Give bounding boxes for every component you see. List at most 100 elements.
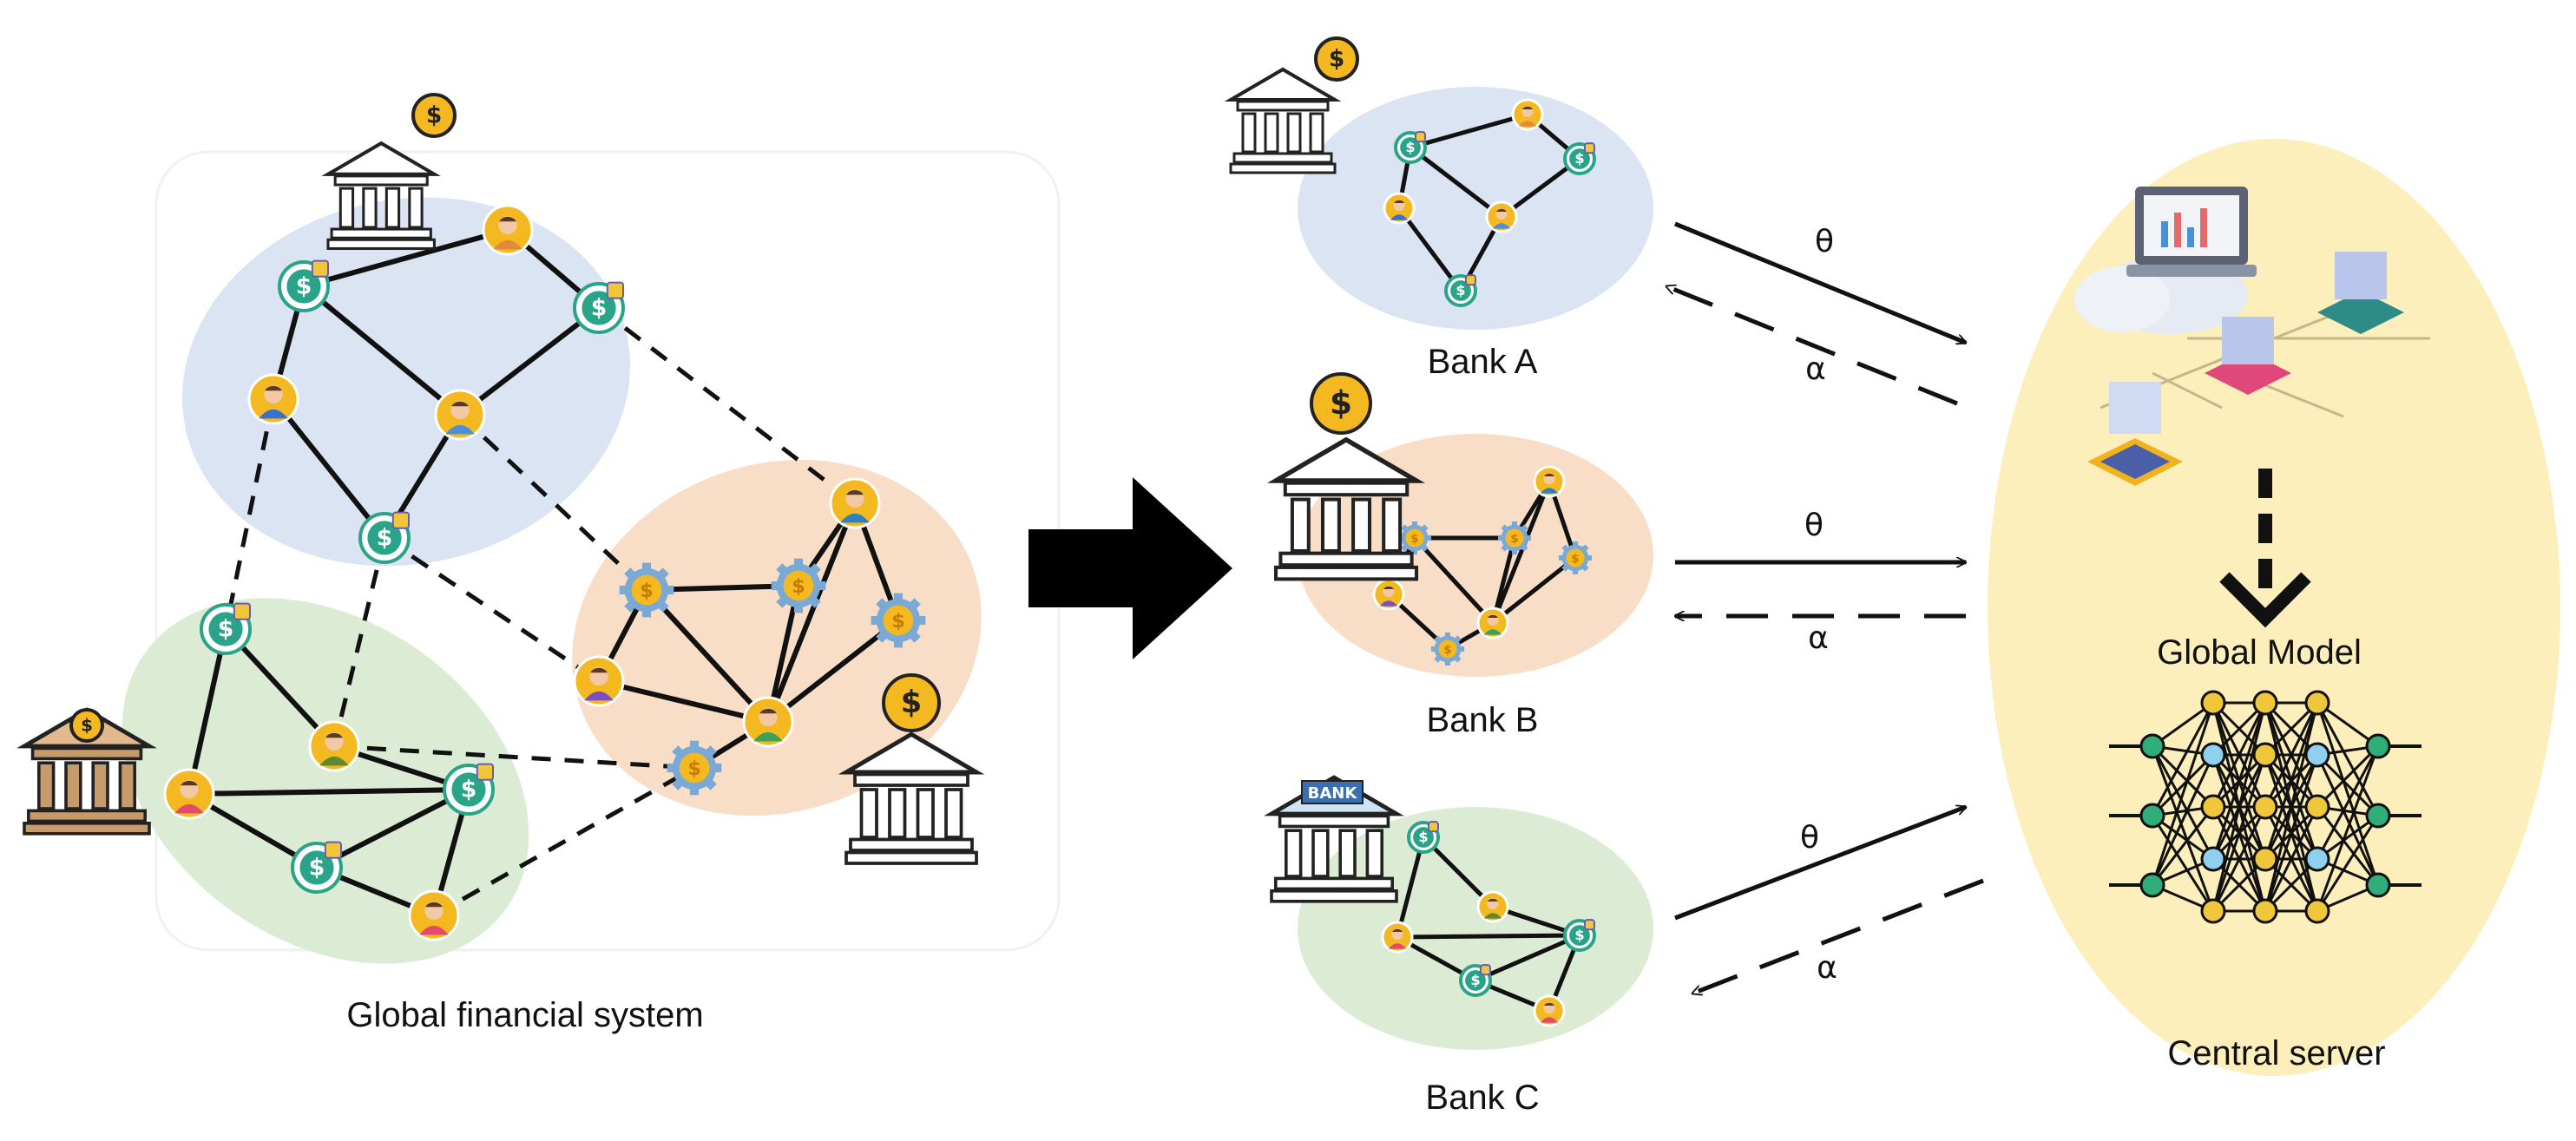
graph-edge: [302, 284, 462, 417]
person-icon: [408, 889, 460, 941]
graph-edge: [271, 397, 387, 540]
graph-edge: [766, 618, 900, 725]
svg-text:$: $: [1456, 282, 1465, 298]
svg-text:$: $: [891, 610, 905, 633]
gear-coin-icon: $: [1430, 632, 1465, 666]
laptop-cloud-icon: [2074, 187, 2257, 334]
person-icon: [1476, 607, 1509, 639]
dollar-coin-icon: $: [1444, 274, 1477, 307]
dollar-coin-icon: $: [1563, 142, 1596, 175]
graph-edge: [644, 587, 771, 725]
graph-edge: [1410, 112, 1528, 150]
graph-edge: [458, 305, 601, 417]
bank-a-arrows: [1666, 221, 1966, 406]
person-icon: [163, 768, 215, 820]
person-icon: [1485, 200, 1518, 233]
person-icon: [573, 655, 625, 707]
graph-edge: [598, 679, 769, 725]
dollar-coin-icon: $: [1314, 36, 1359, 82]
dollar-coin-icon: $: [1563, 919, 1596, 952]
global-system-label: Global financial system: [346, 996, 704, 1034]
graph-edge: [1396, 207, 1463, 292]
theta-label-c: θ: [1799, 820, 1820, 856]
cross-bank-edge: [383, 535, 601, 684]
svg-text:$: $: [1574, 927, 1584, 943]
graph-edge: [1491, 556, 1577, 625]
svg-text:$: $: [1418, 829, 1428, 845]
cross-bank-edge: [597, 306, 857, 505]
dollar-coin-icon: $: [69, 708, 104, 743]
bank-building-icon: [1267, 436, 1425, 581]
svg-text:$: $: [1470, 972, 1480, 988]
gear-coin-icon: $: [871, 593, 926, 648]
svg-text:$: $: [1571, 552, 1579, 566]
svg-text:$: $: [687, 757, 701, 780]
gear-coin-icon: $: [1558, 541, 1593, 575]
graph-edge: [303, 227, 509, 289]
person-icon: [247, 373, 299, 425]
nodes-layer: $$$$$$$$$$$$$$$$$$$$: [163, 98, 1596, 1027]
svg-text:$: $: [1574, 150, 1584, 167]
svg-text:$: $: [792, 575, 805, 598]
graph-edge: [315, 787, 470, 870]
central-server-label: Central server: [2167, 1034, 2386, 1072]
theta-arrow-c: [1674, 807, 1966, 921]
dollar-coin-icon: $: [1459, 964, 1492, 997]
banks-layer: $ $ $ $ $ BANK: [16, 36, 1425, 903]
chevron-down-icon: [2219, 572, 2311, 628]
person-icon: [434, 389, 486, 441]
bank-c-region: [1298, 807, 1653, 1050]
dollar-coin-icon: $: [1310, 372, 1372, 435]
svg-text:$: $: [1329, 45, 1344, 72]
gear-coin-icon: $: [1397, 521, 1432, 555]
dollar-coin-icon: $: [200, 602, 252, 655]
alpha-label-a: α: [1805, 351, 1826, 387]
person-icon: [1533, 465, 1566, 498]
svg-text:$: $: [218, 615, 234, 642]
svg-text:$: $: [296, 272, 312, 299]
alpha-arrow-a: [1666, 286, 1958, 406]
cross-bank-edge: [332, 537, 387, 747]
theta-arrow-a: [1674, 221, 1966, 343]
bank-b-region-global: [572, 459, 982, 816]
bank-sign-text: BANK: [1308, 784, 1358, 803]
graph-edge: [1396, 933, 1580, 940]
bank-a-label: Bank A: [1427, 343, 1538, 381]
graph-edge: [1475, 933, 1580, 983]
bank-c-label: Bank C: [1425, 1079, 1540, 1117]
gear-coin-icon: $: [1497, 521, 1532, 555]
cross-bank-edge: [223, 398, 276, 630]
cross-bank-edge: [432, 765, 696, 918]
person-icon: [1383, 192, 1416, 225]
global-model-label: Global Model: [2157, 633, 2362, 672]
svg-text:$: $: [1510, 532, 1518, 546]
graph-edge: [223, 626, 337, 749]
theta-label-b: θ: [1804, 508, 1824, 543]
bank-c-region-global: [122, 598, 529, 964]
bank-c-arrows: [1674, 807, 1984, 993]
cross-bank-edge: [333, 744, 695, 771]
alpha-label-c: α: [1817, 950, 1837, 986]
gear-coin-icon: $: [619, 562, 674, 618]
svg-text:$: $: [1443, 643, 1451, 657]
bank-building-icon: [1224, 67, 1342, 174]
graph-edge: [1409, 146, 1503, 219]
person-icon: [1533, 994, 1566, 1027]
dollar-coin-icon: $: [278, 259, 330, 312]
dollar-coin-icon: $: [358, 511, 411, 564]
gear-coin-icon: $: [667, 740, 722, 796]
theta-label-a: θ: [1814, 224, 1835, 259]
svg-text:$: $: [377, 524, 393, 551]
bank-building-icon: [321, 141, 441, 251]
dollar-coin-icon: $: [411, 93, 457, 138]
person-icon: [1372, 578, 1405, 611]
dollar-coin-icon: $: [1394, 131, 1427, 164]
person-icon: [829, 477, 881, 529]
person-icon: [1511, 98, 1544, 131]
person-icon: [1476, 890, 1509, 923]
person-icon: [1381, 921, 1414, 954]
svg-text:$: $: [901, 685, 922, 720]
svg-text:$: $: [640, 580, 654, 602]
